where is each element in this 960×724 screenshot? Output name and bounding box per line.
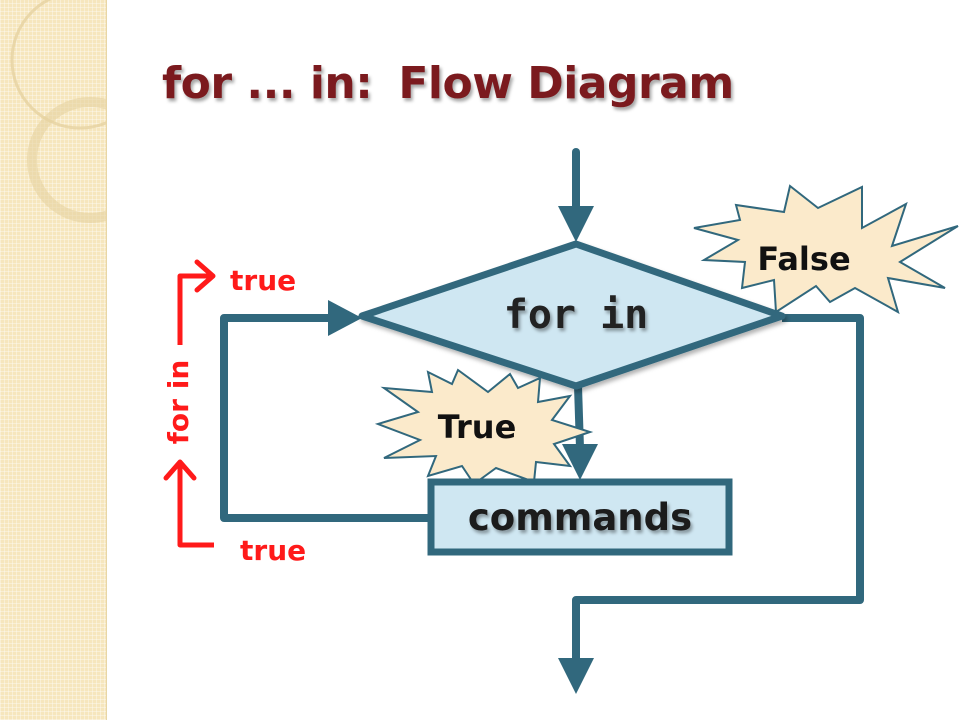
true-burst: True [374, 368, 594, 486]
true-path-arrow [562, 385, 598, 480]
decorative-side-strip [0, 0, 153, 720]
commands-label: commands [468, 496, 692, 539]
decision-diamond [358, 240, 786, 390]
exit-arrow [558, 314, 864, 694]
entry-arrow [558, 148, 594, 242]
bottom-true-label: true [240, 534, 306, 567]
slide-title: for ... in: Flow Diagram [162, 58, 734, 109]
title-part1: for ... in: [162, 58, 373, 109]
false-label: False [757, 240, 850, 278]
vertical-for-in-label: for in [162, 360, 195, 445]
title-part2: Flow Diagram [398, 58, 734, 109]
top-true-label: true [230, 264, 296, 297]
commands-box: commands [427, 478, 733, 556]
decision-label: for in [504, 292, 649, 338]
true-label: True [438, 408, 517, 446]
false-burst: False [693, 184, 959, 315]
side-annotation: true true for in [162, 259, 306, 567]
loop-back-arrow [220, 300, 430, 522]
